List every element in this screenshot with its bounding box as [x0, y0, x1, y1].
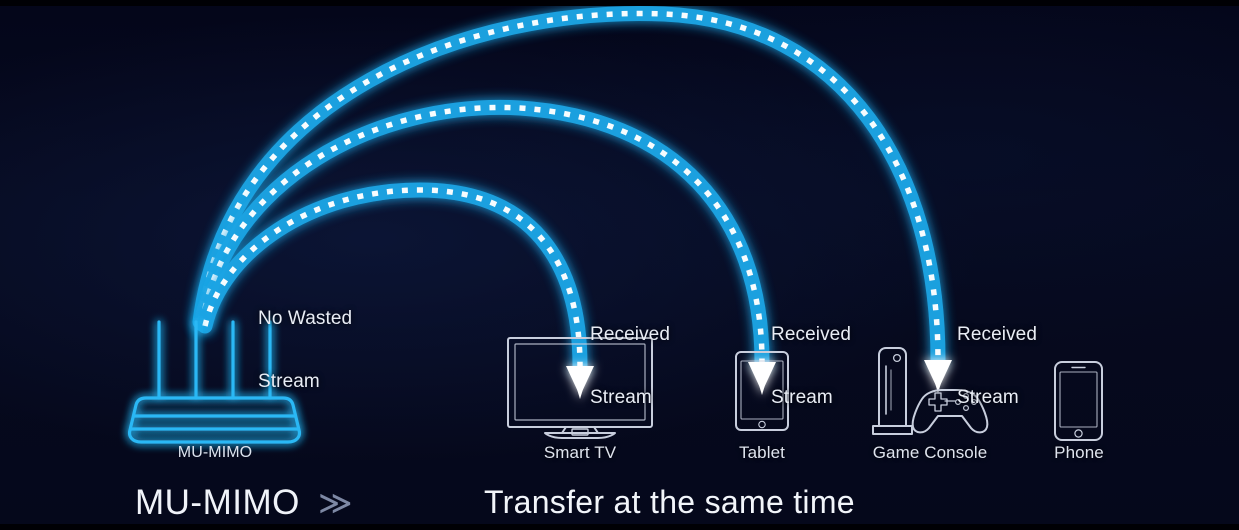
stream-label-received-tablet: Received Stream — [771, 323, 852, 409]
device-label-game-console: Game Console — [872, 443, 988, 462]
stream-label-received-tv: Received Stream — [590, 323, 671, 409]
footer-chevron-icon: ≫ — [318, 484, 353, 521]
tablet-icon — [735, 351, 789, 431]
tv-icon — [507, 337, 653, 439]
stream-label-received-console: Received Stream — [957, 323, 1038, 409]
stream-arrowhead-tv — [566, 366, 594, 399]
device-label-smart-tv: Smart TV — [543, 443, 617, 462]
gamepad-icon — [911, 389, 989, 434]
stream-arrowhead-tablet — [748, 362, 776, 395]
stream-arc-tablet — [194, 99, 770, 370]
stream-label-no-wasted: No Wasted Stream — [258, 307, 353, 393]
device-label-tablet: Tablet — [739, 443, 785, 462]
stream-arrowhead-console — [924, 360, 952, 393]
footer-subtitle: Transfer at the same time — [484, 484, 855, 520]
device-label-phone: Phone — [1054, 443, 1104, 462]
router-label: MU-MIMO — [177, 444, 253, 461]
game-console-icon — [872, 347, 989, 435]
phone-icon — [1054, 361, 1103, 441]
stream-arc-tv — [197, 182, 588, 374]
footer-title: MU-MIMO — [135, 483, 300, 522]
stream-arc-console — [192, 6, 946, 368]
router-body — [127, 396, 302, 444]
